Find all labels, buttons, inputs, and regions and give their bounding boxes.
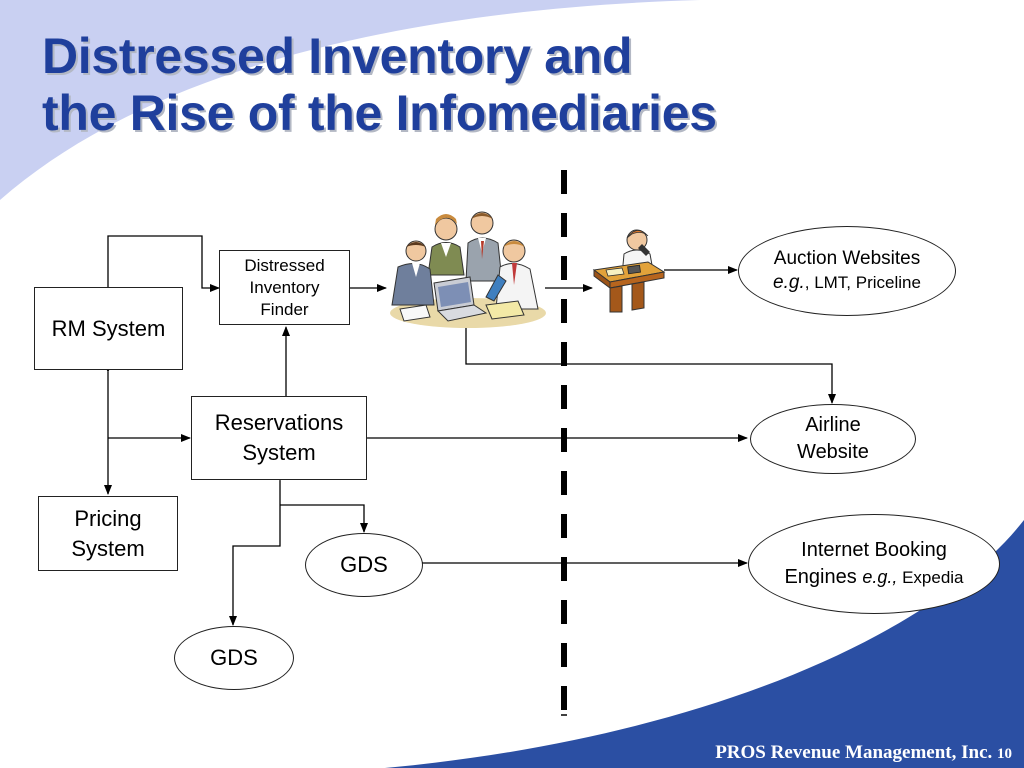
title-line-2: the Rise of the Infomediaries	[42, 85, 717, 141]
team-to-airline-connector	[465, 328, 836, 404]
gds-upper-ellipse: GDS	[305, 533, 423, 597]
ibe-label-line-1: Internet Booking	[801, 539, 947, 561]
ibe-eg: e.g.,	[862, 567, 898, 587]
slide-title: Distressed Inventory and the Rise of the…	[42, 28, 717, 142]
auction-examples: , LMT, Priceline	[804, 273, 921, 292]
people-meeting-icon	[390, 211, 546, 328]
auction-eg: e.g.	[773, 272, 805, 293]
ibe-examples: Expedia	[897, 568, 964, 587]
airline-label-line-2: Website	[797, 441, 869, 463]
auction-websites-ellipse: Auction Websites e.g., LMT, Priceline	[738, 226, 956, 316]
ibe-label-line-2: Engines e.g., Expedia	[784, 564, 963, 591]
title-line-1: Distressed Inventory and	[42, 28, 633, 84]
pricing-label-line-1: Pricing	[74, 505, 142, 531]
top-left-swoosh	[0, 0, 700, 200]
footer-page-number: 10	[997, 746, 1012, 762]
reservations-gds-connector	[229, 472, 284, 626]
airline-label-line-1: Airline	[805, 414, 861, 436]
rm-to-finder-connector	[107, 235, 220, 292]
auction-label-line-1: Auction Websites	[773, 248, 921, 269]
finder-label-line-2: Inventory	[249, 277, 320, 297]
bottom-right-swoosh	[385, 520, 1024, 768]
footer: PROS Revenue Management, Inc. 10	[715, 742, 1012, 764]
pricing-label-line-2: System	[71, 535, 145, 561]
auction-label-line-2: e.g., LMT, Priceline	[773, 271, 921, 295]
reservations-label-line-2: System	[242, 440, 316, 465]
reservations-gds-upper-branch	[280, 504, 368, 533]
rm-system-box: RM System	[34, 287, 183, 370]
internet-booking-engines-ellipse: Internet Booking Engines e.g., Expedia	[748, 514, 1000, 614]
finder-label-line-1: Distressed	[244, 255, 325, 275]
phone-agent-icon	[592, 229, 666, 313]
ibe-prefix: Engines	[784, 566, 863, 588]
pricing-system-box: Pricing System	[38, 496, 178, 571]
gds-lower-label: GDS	[210, 645, 258, 670]
reservations-label-line-1: Reservations	[214, 410, 344, 435]
footer-company: PROS Revenue Management, Inc.	[715, 742, 993, 763]
airline-website-ellipse: Airline Website	[750, 404, 916, 474]
reservations-system-box: Reservations System	[191, 396, 367, 480]
finder-label-line-3: Finder	[260, 299, 309, 319]
gds-upper-label: GDS	[340, 552, 388, 577]
rm-system-label: RM System	[51, 315, 166, 341]
gds-lower-ellipse: GDS	[174, 626, 294, 690]
distressed-inventory-finder-box: Distressed Inventory Finder	[219, 250, 350, 325]
